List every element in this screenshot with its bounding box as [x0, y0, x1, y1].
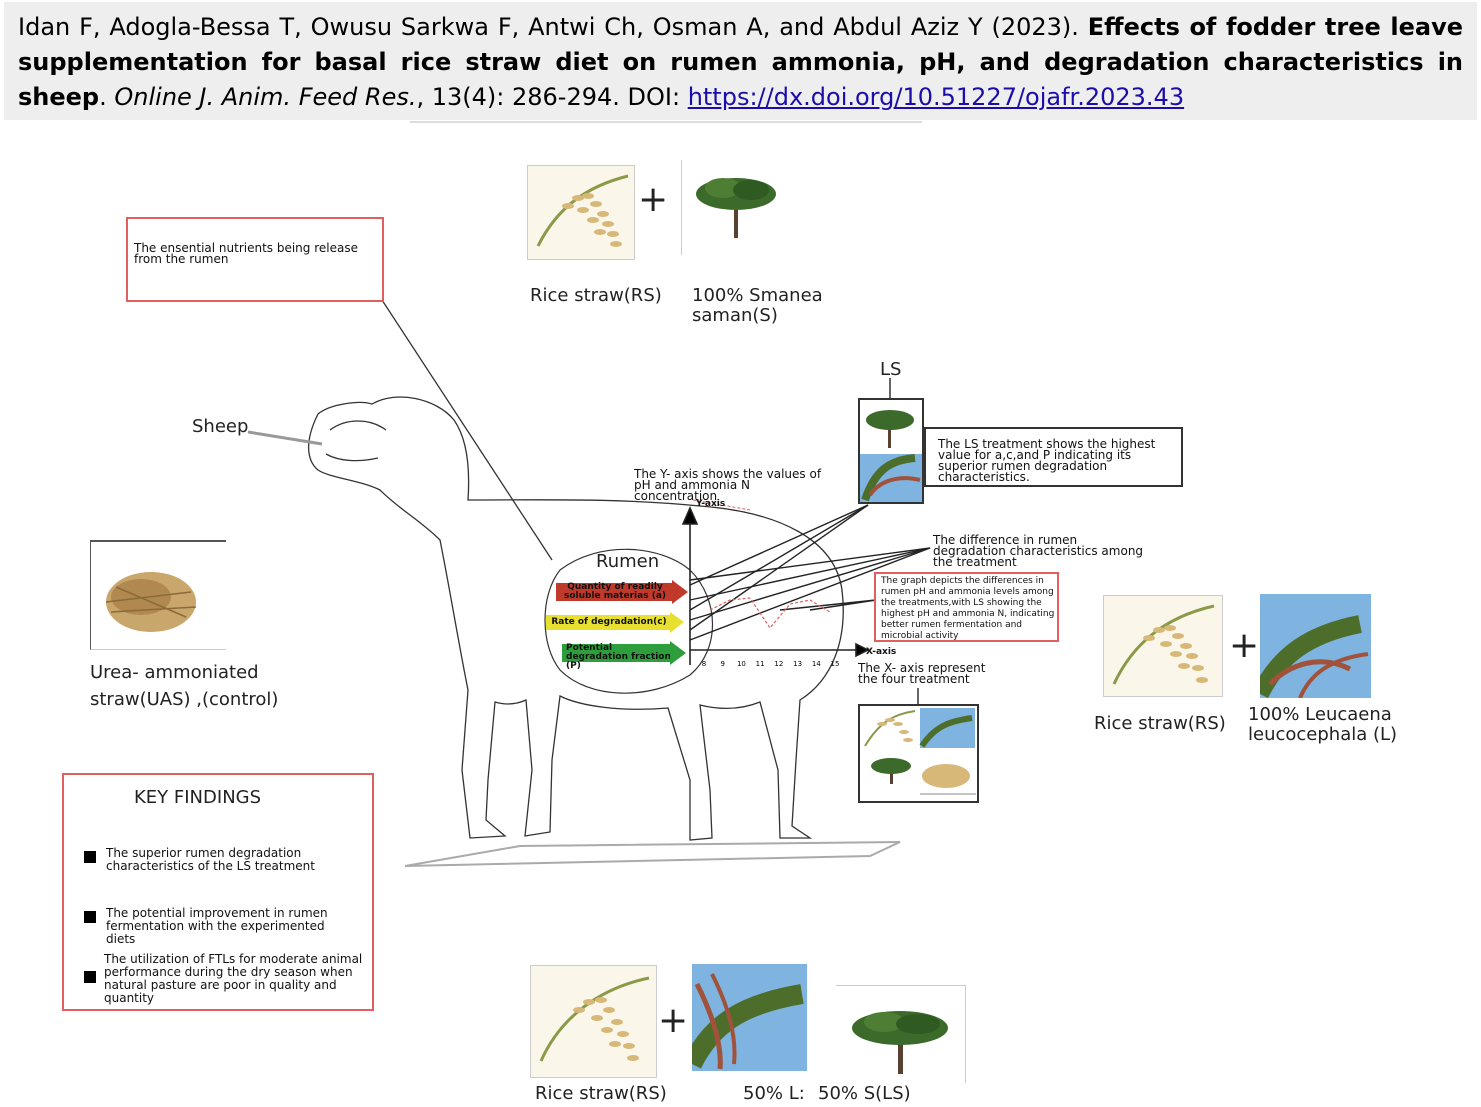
- nutrient-note-box: The ensential nutrients being release fr…: [126, 217, 384, 302]
- rice-straw-image-right: [1103, 595, 1223, 697]
- bullet-icon: [84, 911, 96, 923]
- top-straw-label: Rice straw(RS): [530, 285, 662, 306]
- rumen-chart: 8 9 10 11 12 13 14 15: [702, 597, 840, 668]
- saman-image-bottom: [836, 985, 966, 1083]
- bottom-mix-label-s: 50% S(LS): [818, 1083, 911, 1104]
- bar-a-arrow-icon: [672, 580, 688, 604]
- bar-soluble-a-text: Quantity of readily soluble materias (a): [563, 582, 667, 601]
- x-tick-label: 14: [812, 660, 821, 668]
- straw-bale-icon: [105, 572, 197, 632]
- bullet-icon: [84, 851, 96, 863]
- graph-note-text: The graph depicts the differences in rum…: [881, 576, 1055, 641]
- tree-icon: [852, 1011, 948, 1074]
- leucaena-image-bottom: [692, 964, 807, 1071]
- four-treatments-box: [858, 704, 979, 803]
- x-tick-label: 13: [793, 660, 802, 668]
- x-tick-label: 15: [831, 660, 840, 668]
- citation-volume: , 13(4): 286-294. DOI:: [416, 83, 688, 111]
- uas-image: [90, 540, 226, 650]
- x-axis-label: X-axis: [866, 647, 897, 657]
- ls-images: [860, 400, 922, 502]
- top-tree-label: 100% Smanea saman(S): [692, 285, 823, 326]
- key-findings-box: KEY FINDINGS The superior rumen degradat…: [62, 773, 374, 1011]
- bar-soluble-a: Quantity of readily soluble materias (a): [556, 583, 674, 601]
- bottom-straw-label: Rice straw(RS): [535, 1083, 667, 1104]
- bullet-icon: [84, 971, 96, 983]
- ls-note-box: The LS treatment shows the highest value…: [924, 427, 1183, 487]
- plus-icon: +: [638, 179, 669, 220]
- rice-straw-icon: [1112, 604, 1215, 685]
- right-tree-label: 100% Leucaena leucocephala (L): [1248, 704, 1398, 745]
- nutrient-note-text: The ensential nutrients being release fr…: [134, 241, 358, 266]
- bar-rate-c-text: Rate of degradation(c): [551, 617, 667, 627]
- bar-c-arrow-icon: [670, 612, 684, 633]
- y-axis-label: Y-axis: [696, 499, 726, 509]
- rice-straw-icon: [536, 174, 629, 247]
- citation-journal: Online J. Anim. Feed Res.: [114, 83, 417, 111]
- key-findings-title: KEY FINDINGS: [134, 787, 262, 808]
- ls-image-box: [858, 398, 924, 504]
- four-treatment-images: [864, 708, 976, 795]
- x-tick-label: 12: [774, 660, 783, 668]
- uas-label: Urea- ammoniated straw(UAS) ,(control): [90, 662, 279, 710]
- bar-potential-p-text: Potential degradation fraction (P): [566, 643, 671, 671]
- bar-potential-p: Potential degradation fraction (P): [562, 644, 672, 671]
- x-axis-note: The X- axis represent the four treatment: [858, 661, 986, 686]
- bottom-mix-label-l: 50% L:: [743, 1083, 805, 1104]
- x-tick-label: 11: [756, 660, 765, 668]
- tree-icon: [696, 178, 776, 238]
- right-straw-label: Rice straw(RS): [1094, 713, 1226, 734]
- x-tick-label: 9: [720, 660, 724, 668]
- rumen-label: Rumen: [596, 551, 660, 572]
- bar-p-arrow-icon: [670, 641, 686, 665]
- plus-icon-bottom: +: [658, 1000, 689, 1041]
- leucaena-icon: [1260, 615, 1369, 698]
- bar-rate-c: Rate of degradation(c): [546, 615, 672, 630]
- ls-label: LS: [880, 359, 902, 380]
- rice-straw-image-bottom: [530, 965, 657, 1078]
- rice-straw-image-top: [527, 165, 635, 260]
- x-tick-label: 10: [737, 660, 746, 668]
- leucaena-image-right: [1260, 594, 1371, 698]
- leucaena-icon: [692, 973, 804, 1070]
- citation-banner: Idan F, Adogla-Bessa T, Owusu Sarkwa F, …: [4, 2, 1477, 120]
- x-tick-label: 8: [702, 660, 706, 668]
- plus-icon-right: +: [1229, 625, 1260, 666]
- difference-note: The difference in rumen degradation char…: [933, 533, 1144, 569]
- sheep-label: Sheep: [192, 416, 249, 437]
- sheep-outline: [308, 396, 844, 841]
- citation-title: Effects of fodder tree leave supplementa…: [18, 13, 1463, 111]
- graph-note-box: The graph depicts the differences in rum…: [874, 572, 1059, 642]
- saman-tree-image: [693, 170, 783, 240]
- doi-link[interactable]: https://dx.doi.org/10.51227/ojafr.2023.4…: [687, 83, 1185, 111]
- ls-note-text: The LS treatment shows the highest value…: [938, 437, 1156, 484]
- citation-authors: Idan F, Adogla-Bessa T, Owusu Sarkwa F, …: [18, 13, 1079, 41]
- rice-straw-icon: [539, 976, 650, 1062]
- y-axis-note: The Y- axis shows the values of pH and a…: [634, 467, 822, 503]
